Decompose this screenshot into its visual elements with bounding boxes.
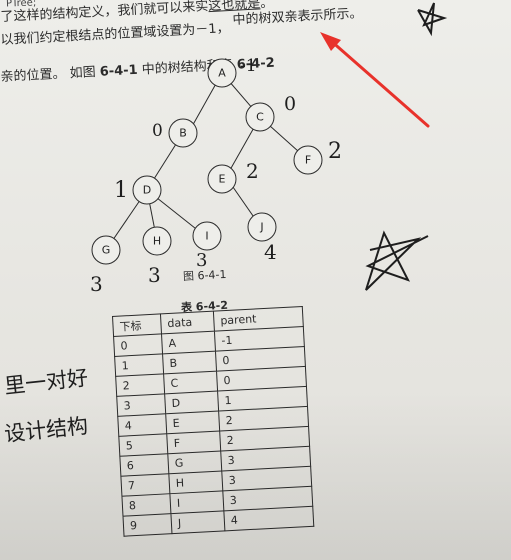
handwritten-star-icon-top	[417, 2, 448, 37]
tree-node-label-i: I	[205, 230, 208, 243]
handwritten-note-g: 3	[90, 272, 103, 296]
handwritten-star-icon	[365, 230, 429, 291]
table-cell-parent: 4	[223, 506, 314, 531]
table-cell-index: 8	[121, 493, 171, 517]
handwritten-note-e: 2	[246, 159, 259, 183]
table-cell-index: 1	[114, 353, 164, 377]
table-cell-data: I	[169, 490, 224, 514]
table-cell-data: A	[161, 331, 216, 354]
handwritten-note-f: 2	[328, 139, 342, 164]
table-cell-index: 0	[113, 333, 163, 357]
table-cell-data: F	[166, 431, 221, 454]
table-cell-data: G	[167, 450, 222, 474]
table-cell-index: 7	[120, 473, 170, 497]
parent-table: 下标 data parent 0 A -1 1 B 0 2 C 0 3 D 1 …	[112, 306, 314, 537]
tree-node-f	[293, 145, 323, 175]
table-cell-data: E	[165, 411, 220, 434]
tree-node-label-g: G	[102, 244, 111, 257]
tree-node-label-j: J	[259, 221, 263, 234]
tree-node-g	[91, 235, 121, 265]
handwritten-note-a: -1	[240, 56, 257, 76]
tree-node-h	[142, 226, 172, 256]
table-cell-data: D	[164, 391, 219, 414]
tree-node-label-b: B	[179, 127, 187, 140]
tree-node-e	[207, 164, 237, 194]
table-cell-index: 4	[117, 413, 167, 437]
handwritten-note-h: 3	[148, 263, 161, 287]
tree-node-c	[245, 102, 275, 132]
handwritten-note-i: 3	[196, 250, 208, 271]
handwritten-note-j: 4	[264, 240, 277, 264]
table-cell-index: 6	[119, 453, 169, 477]
table-header-index: 下标	[112, 313, 162, 337]
handwritten-note-c: 0	[284, 93, 297, 115]
table-cell-index: 2	[115, 373, 165, 397]
figure-caption: 图 6-4-1	[182, 267, 227, 284]
tree-node-b	[168, 118, 198, 148]
tree-node-label-c: C	[256, 111, 264, 124]
tree-node-label-e: E	[219, 173, 226, 186]
table-cell-index: 3	[116, 393, 166, 417]
table-header-data: data	[160, 311, 215, 334]
table-cell-data: J	[170, 510, 225, 534]
tree-node-label-a: A	[218, 67, 226, 80]
tree-node-i	[192, 221, 222, 251]
tree-node-a	[207, 58, 237, 88]
table-cell-index: 5	[118, 433, 168, 457]
tree-node-d	[132, 175, 162, 205]
handwritten-note-d: 1	[114, 178, 128, 203]
tree-node-label-f: F	[305, 154, 311, 167]
table-cell-data: B	[162, 351, 217, 374]
table-cell-data: C	[163, 371, 218, 394]
tree-nodes	[91, 58, 323, 265]
tree-node-label-d: D	[143, 184, 151, 197]
table-cell-data: H	[168, 470, 223, 494]
handwritten-note-b: 0	[152, 121, 163, 141]
tree-node-label-h: H	[153, 235, 161, 248]
table-cell-index: 9	[122, 513, 172, 537]
red-arrow-icon	[320, 32, 430, 128]
tree-node-j	[247, 212, 277, 242]
